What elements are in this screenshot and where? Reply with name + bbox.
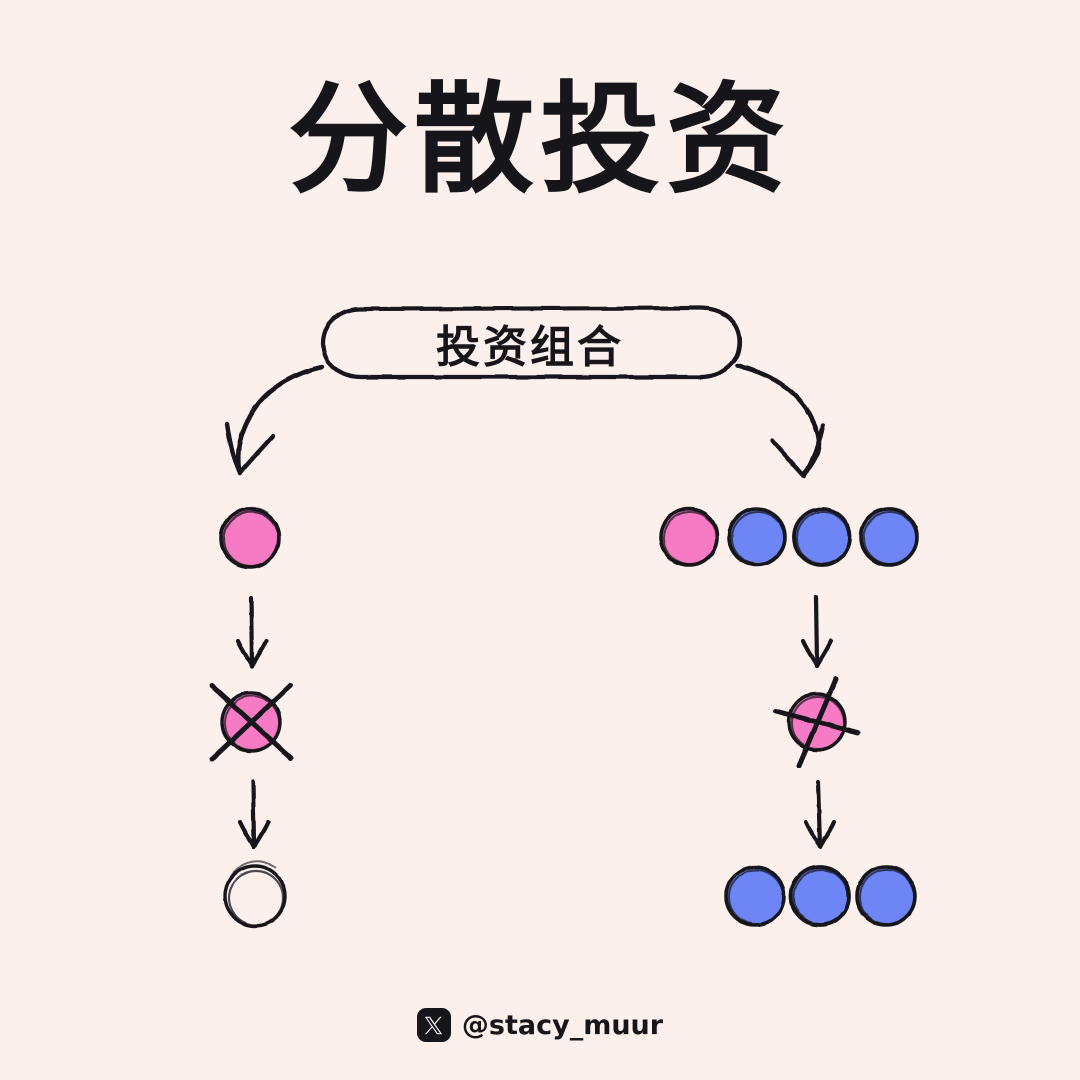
left-stage-result-circle (223, 860, 287, 928)
left-arrow-initial-to-loss (235, 595, 269, 669)
left-stage-initial-circle (219, 506, 281, 569)
right-stage-result-circle-3 (855, 865, 917, 927)
right-stage-initial-circle-2 (727, 507, 787, 567)
x-logo-icon (416, 1008, 451, 1042)
left-arrow-loss-to-result (237, 779, 271, 850)
right-stage-loss-circle (773, 676, 861, 769)
right-arrow-initial-to-loss (800, 594, 834, 669)
right-stage-initial-circle-4 (859, 507, 919, 567)
page-title: 分散投资 (288, 71, 792, 210)
right-stage-result-circle-1 (724, 865, 786, 927)
right-arrow-loss-to-result (803, 779, 837, 850)
x-handle-label: @stacy_muur (461, 1009, 664, 1041)
left-stage-loss-circle (209, 682, 294, 762)
right-stage-initial-circle-3 (792, 507, 852, 567)
portfolio-box-label: 投资组合 (436, 322, 624, 373)
right-stage-initial-circle-1 (659, 507, 719, 567)
right-stage-result-circle-2 (789, 865, 851, 927)
left-cross-out-mark (209, 682, 294, 762)
branch-arrow-left (224, 364, 325, 476)
branch-arrow-right (735, 363, 826, 479)
footer-attribution: @stacy_muur (0, 1008, 1080, 1042)
portfolio-box (320, 305, 743, 380)
right-cross-out-mark (773, 676, 861, 769)
